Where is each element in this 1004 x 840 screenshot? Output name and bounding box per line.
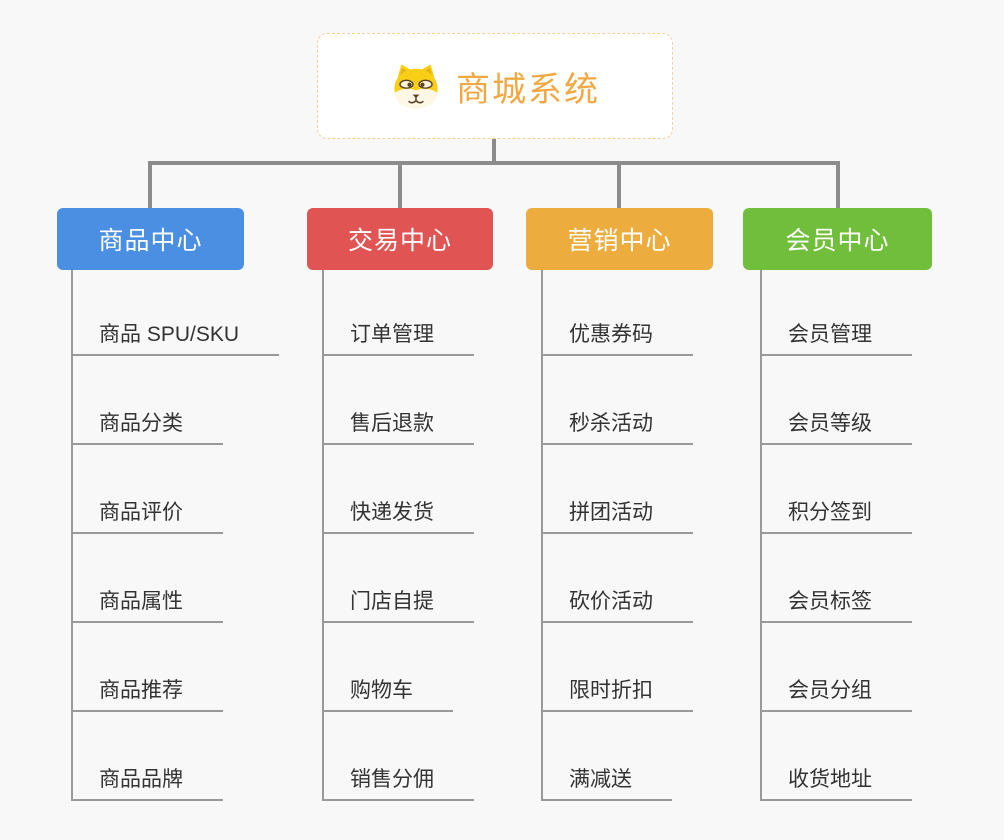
leaf-node[interactable]: 售后退款 bbox=[322, 413, 474, 445]
leaf-node[interactable]: 拼团活动 bbox=[541, 502, 693, 534]
shiba-dog-icon bbox=[394, 64, 438, 109]
leaf-node[interactable]: 限时折扣 bbox=[541, 680, 693, 712]
column-spine bbox=[541, 270, 543, 800]
branch-marketing-center[interactable]: 营销中心 bbox=[526, 208, 713, 270]
leaf-node[interactable]: 商品分类 bbox=[71, 413, 223, 445]
branch-drop-connector bbox=[836, 161, 840, 208]
leaf-node[interactable]: 积分签到 bbox=[760, 502, 912, 534]
leaf-node[interactable]: 满减送 bbox=[541, 769, 672, 801]
root-drop-connector bbox=[492, 139, 496, 163]
leaf-node[interactable]: 订单管理 bbox=[322, 324, 474, 356]
leaf-node[interactable]: 商品品牌 bbox=[71, 769, 223, 801]
branch-drop-connector bbox=[148, 161, 152, 208]
leaf-node[interactable]: 会员分组 bbox=[760, 680, 912, 712]
branch-drop-connector bbox=[617, 161, 621, 208]
root-node[interactable]: 商城系统 bbox=[317, 33, 673, 139]
leaf-node[interactable]: 销售分佣 bbox=[322, 769, 474, 801]
branch-bus-connector bbox=[148, 161, 840, 165]
leaf-node[interactable]: 商品推荐 bbox=[71, 680, 223, 712]
leaf-node[interactable]: 商品评价 bbox=[71, 502, 223, 534]
leaf-node[interactable]: 秒杀活动 bbox=[541, 413, 693, 445]
leaf-node[interactable]: 收货地址 bbox=[760, 769, 912, 801]
column-spine bbox=[71, 270, 73, 800]
branch-trade-center[interactable]: 交易中心 bbox=[307, 208, 493, 270]
branch-drop-connector bbox=[398, 161, 402, 208]
leaf-node[interactable]: 优惠券码 bbox=[541, 324, 693, 356]
branch-member-center[interactable]: 会员中心 bbox=[743, 208, 932, 270]
branch-product-center[interactable]: 商品中心 bbox=[57, 208, 244, 270]
leaf-node[interactable]: 会员等级 bbox=[760, 413, 912, 445]
branch-label: 交易中心 bbox=[347, 227, 452, 255]
branch-label: 商品中心 bbox=[98, 227, 203, 255]
leaf-node[interactable]: 会员管理 bbox=[760, 324, 912, 356]
column-spine bbox=[760, 270, 762, 800]
column-spine bbox=[322, 270, 324, 800]
branch-label: 营销中心 bbox=[567, 227, 672, 255]
leaf-node[interactable]: 砍价活动 bbox=[541, 591, 693, 623]
leaf-node[interactable]: 商品属性 bbox=[71, 591, 223, 623]
branch-label: 会员中心 bbox=[785, 227, 890, 255]
leaf-node[interactable]: 购物车 bbox=[322, 680, 453, 712]
leaf-node[interactable]: 会员标签 bbox=[760, 591, 912, 623]
leaf-node[interactable]: 快递发货 bbox=[322, 502, 474, 534]
leaf-node[interactable]: 商品 SPU/SKU bbox=[71, 324, 280, 356]
leaf-node[interactable]: 门店自提 bbox=[322, 591, 474, 623]
root-title: 商城系统 bbox=[456, 70, 600, 109]
